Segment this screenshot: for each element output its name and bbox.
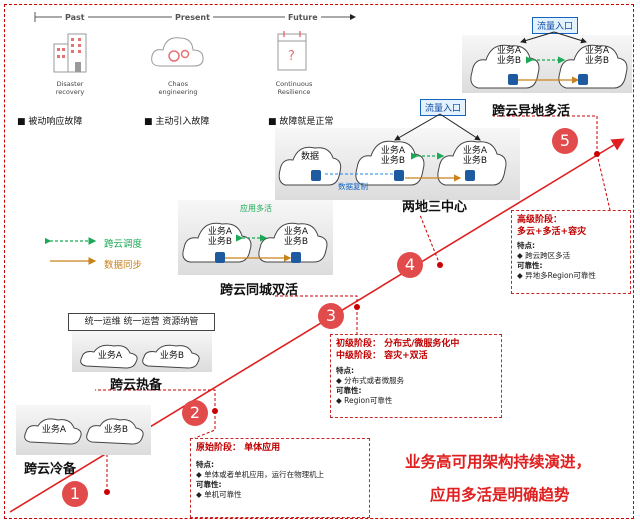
timeline-present: Present (172, 13, 213, 22)
stage5-diagram (470, 31, 628, 89)
box-mid-reliability-label: 可靠性: (336, 386, 362, 395)
box-advanced-heading1: 高级阶段： (517, 215, 563, 225)
box-mid-heading1: 初级阶段： 分布式/微服务化中 (336, 339, 460, 349)
stage5-number: 5 (552, 128, 578, 154)
stage2-cloud-a: 业务A (97, 351, 123, 361)
box-mid-reliability: ◆ Region可靠性 (336, 396, 393, 405)
stage2-title: 跨云热备 (110, 378, 163, 393)
box-advanced-heading2: 多云+多活+容灾 (517, 227, 587, 237)
box-advanced-reliability: ◆ 异地多Region可靠性 (517, 271, 596, 280)
stage4-data-label: 数据 (300, 152, 319, 162)
timeline-bullet-future: ■ 故障就是正常 (268, 117, 334, 127)
box-advanced-feature: ◆ 跨云跨区多活 (517, 251, 571, 260)
box-basic-features-label: 特点: (196, 460, 214, 469)
stage3-label: 应用多活 (240, 204, 272, 213)
stage2-banner: 统一运维 统一运营 资源纳管 (68, 313, 215, 331)
box-basic-reliability: ◆ 单机可靠性 (196, 490, 242, 499)
box-basic-feature: ◆ 单体或者单机应用，运行在物理机上 (196, 470, 325, 479)
box-advanced-features-label: 特点: (517, 241, 535, 250)
stage4-replication: 数据复制 (338, 182, 368, 191)
stage3-number: 3 (318, 303, 344, 329)
box-mid-feature: ◆ 分布式或者微服务 (336, 376, 405, 385)
stage1-number: 1 (62, 481, 88, 507)
box-mid: 初级阶段： 分布式/微服务化中 中级阶段： 容灾+双活 特点: ◆ 分布式或者微… (330, 334, 502, 418)
stage5-entry: 流量入口 (532, 17, 579, 34)
stage4-diagram (278, 113, 507, 186)
timeline-future: Future (285, 13, 321, 22)
legend-scheduling: 跨云调度 (104, 239, 143, 250)
message-line1: 业务高可用架构持续演进， (405, 453, 592, 471)
stage2-number: 2 (182, 400, 208, 426)
stage1-cloud-a: 业务A (41, 425, 67, 435)
stage1-cloud-b: 业务B (103, 425, 129, 435)
timeline-past: Past (62, 13, 88, 22)
stage4-number: 4 (397, 252, 423, 278)
timeline-bullet-present: ■ 主动引入故障 (144, 117, 210, 127)
database-icon (215, 252, 301, 263)
stage1-title: 跨云冷备 (24, 462, 77, 477)
building-icon (53, 33, 87, 73)
stage2-cloud-b: 业务B (159, 351, 185, 361)
box-advanced-reliability-label: 可靠性: (517, 261, 543, 270)
box-basic: 原始阶段： 单体应用 特点: ◆ 单体或者单机应用，运行在物理机上 可靠性: ◆… (190, 438, 370, 518)
box-basic-heading: 原始阶段： 单体应用 (196, 443, 281, 453)
stage1-clouds (24, 418, 144, 445)
cloud-gear-icon (151, 37, 204, 67)
outer-frame (4, 4, 634, 519)
box-mid-features-label: 特点: (336, 366, 354, 375)
svg-text:?: ? (288, 49, 295, 64)
message-line2: 应用多活是明确趋势 (430, 486, 570, 504)
stage4-title: 两地三中心 (402, 200, 468, 215)
timeline-bullet-past: ■ 被动响应故障 (17, 117, 83, 127)
legend-arrows (45, 237, 97, 265)
box-mid-heading2: 中级阶段： 容灾+双活 (336, 351, 428, 361)
calendar-icon: ? (277, 31, 307, 71)
stage3-clouds (182, 222, 328, 263)
legend-sync: 数据同步 (104, 260, 143, 271)
box-basic-reliability-label: 可靠性: (196, 480, 222, 489)
stage2-clouds (80, 344, 200, 369)
stage5-title: 跨云异地多活 (492, 104, 571, 119)
box-advanced: 高级阶段： 多云+多活+容灾 特点: ◆ 跨云跨区多活 可靠性: ◆ 异地多Re… (511, 210, 631, 294)
stage3-title: 跨云同城双活 (220, 283, 299, 298)
